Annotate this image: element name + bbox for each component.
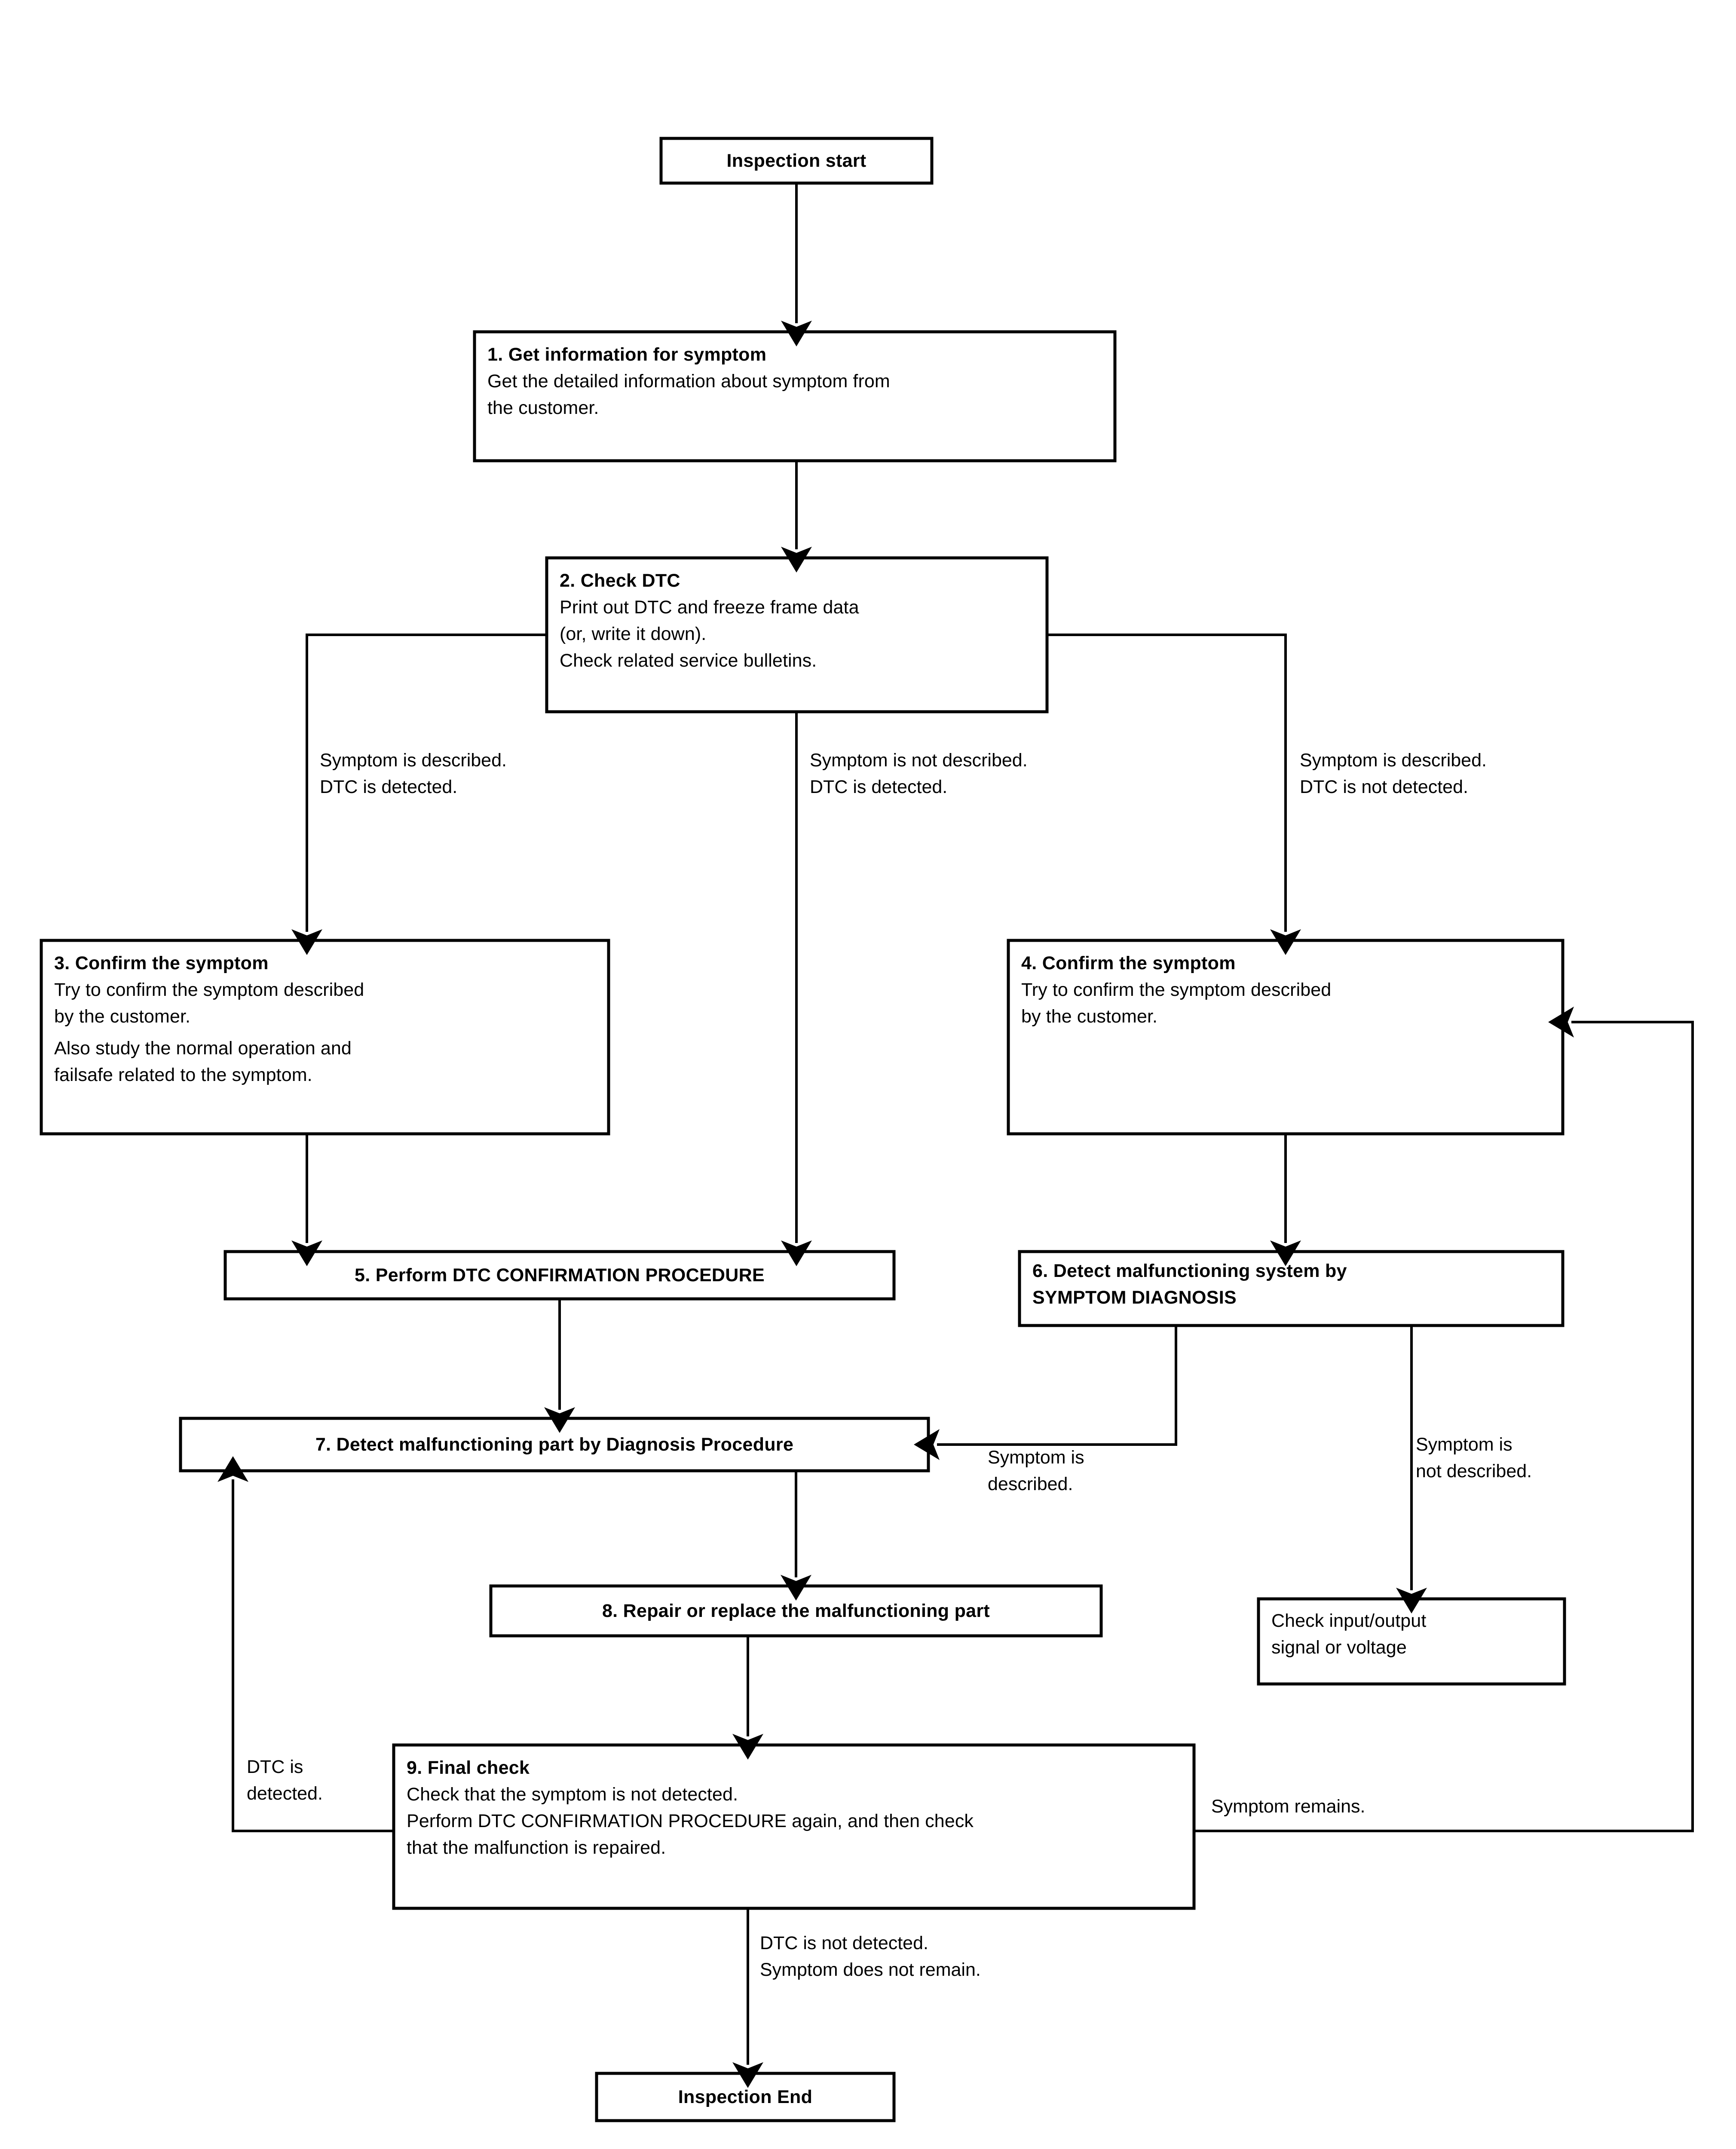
branch-middle-line-2: DTC is detected. (810, 777, 948, 797)
rect-step1 (473, 330, 1117, 462)
node-step-5[interactable]: 5. Perform DTC CONFIRMATION PROCEDURE (225, 1252, 894, 1299)
step2-line-3: Check related service bulletins. (560, 650, 817, 671)
step2-line-1: Print out DTC and freeze frame data (560, 597, 859, 618)
node-step-7[interactable]: 7. Detect malfunctioning part by Diagnos… (181, 1418, 928, 1471)
branch-right-line-1: Symptom is described. (1300, 750, 1487, 771)
node-step-1[interactable]: 1. Get information for symptom Get the d… (475, 332, 1115, 461)
edge-step9-symptom-remains-to-step4 (1194, 1007, 1694, 1832)
step2-title: 2. Check DTC (560, 570, 680, 591)
edge-step9-dtc-to-step7 (217, 1456, 394, 1832)
step6-title: 6. Detect malfunctioning system by (1032, 1261, 1347, 1281)
step3-title: 3. Confirm the symptom (54, 953, 269, 973)
node-step-8[interactable]: 8. Repair or replace the malfunctioning … (491, 1586, 1101, 1636)
step3-line-4: failsafe related to the symptom. (54, 1065, 312, 1085)
rect-step8 (489, 1584, 1103, 1638)
step1-line-2: the customer. (487, 398, 599, 418)
step9-title: 9. Final check (407, 1757, 530, 1778)
step1-line-1: Get the detailed information about sympt… (487, 371, 890, 392)
edge-label-branch-left: Symptom is described. DTC is detected. (320, 747, 507, 800)
node-inspection-end[interactable]: Inspection End (597, 2073, 894, 2121)
node-inspection-start[interactable]: Inspection start (661, 138, 932, 183)
step3-line-3: Also study the normal operation and (54, 1038, 352, 1059)
branch-right-line-2: DTC is not detected. (1300, 777, 1468, 797)
edge-label-nine-pass: DTC is not detected. Symptom does not re… (760, 1930, 981, 1983)
step3-spacer (54, 1030, 596, 1035)
edge-label-nine-dtc-detected: DTC is detected. (247, 1754, 323, 1807)
node-step-6[interactable]: 6. Detect malfunctioning system by SYMPT… (1020, 1252, 1563, 1326)
nine-pass-line-1: DTC is not detected. (760, 1933, 928, 1953)
edge-step2-to-step3 (291, 634, 547, 955)
six-not-described-line-2: not described. (1416, 1461, 1532, 1482)
step9-line-3: that the malfunction is repaired. (407, 1837, 666, 1858)
nine-dtc-line-1: DTC is (247, 1757, 303, 1777)
step8-title: 8. Repair or replace the malfunctioning … (602, 1601, 990, 1621)
step3-line-1: Try to confirm the symptom described (54, 980, 364, 1000)
node-step-2[interactable]: 2. Check DTC Print out DTC and freeze fr… (547, 558, 1047, 712)
rect-step9 (392, 1743, 1196, 1910)
six-described-line-1: Symptom is (988, 1447, 1084, 1468)
checkio-line-2: signal or voltage (1271, 1637, 1407, 1658)
step3-line-2: by the customer. (54, 1006, 191, 1027)
step4-title: 4. Confirm the symptom (1021, 953, 1236, 973)
node-check-input-output[interactable]: Check input/output signal or voltage (1258, 1599, 1565, 1684)
edge-label-six-not-described: Symptom is not described. (1416, 1431, 1532, 1485)
step1-title: 1. Get information for symptom (487, 344, 767, 365)
step2-line-2: (or, write it down). (560, 624, 707, 644)
node-step-9[interactable]: 9. Final check Check that the symptom is… (394, 1745, 1194, 1908)
edge-label-branch-right: Symptom is described. DTC is not detecte… (1300, 747, 1487, 800)
edge-step2-to-step4 (1047, 634, 1301, 955)
step4-line-2: by the customer. (1021, 1006, 1158, 1027)
nine-dtc-line-2: detected. (247, 1783, 323, 1804)
step7-title: 7. Detect malfunctioning part by Diagnos… (315, 1434, 794, 1455)
step9-line-2: Perform DTC CONFIRMATION PROCEDURE again… (407, 1811, 974, 1831)
symptom-remains-line-1: Symptom remains. (1211, 1796, 1366, 1817)
step6-title-line-2: SYMPTOM DIAGNOSIS (1032, 1287, 1237, 1308)
rect-step4 (1007, 939, 1565, 1136)
branch-middle-line-1: Symptom is not described. (810, 750, 1028, 771)
edge-step6-to-step7 (914, 1326, 1177, 1460)
node-step-4[interactable]: 4. Confirm the symptom Try to confirm th… (1008, 940, 1563, 1134)
branch-left-line-1: Symptom is described. (320, 750, 507, 771)
edge-label-symptom-remains: Symptom remains. (1211, 1793, 1365, 1820)
checkio-line-1: Check input/output (1271, 1610, 1427, 1631)
step4-line-1: Try to confirm the symptom described (1021, 980, 1332, 1000)
six-described-line-2: described. (988, 1474, 1073, 1494)
node-end-label: Inspection End (678, 2087, 813, 2107)
branch-left-line-2: DTC is detected. (320, 777, 458, 797)
node-start-label: Inspection start (726, 150, 866, 171)
step9-line-1: Check that the symptom is not detected. (407, 1784, 738, 1805)
edge-label-six-described: Symptom is described. (988, 1444, 1084, 1497)
step5-title: 5. Perform DTC CONFIRMATION PROCEDURE (355, 1265, 765, 1286)
node-step-3[interactable]: 3. Confirm the symptom Try to confirm th… (41, 940, 609, 1134)
nine-pass-line-2: Symptom does not remain. (760, 1959, 981, 1980)
rect-step3 (40, 939, 610, 1136)
six-not-described-line-1: Symptom is (1416, 1434, 1512, 1455)
edge-label-branch-middle: Symptom is not described. DTC is detecte… (810, 747, 1028, 800)
